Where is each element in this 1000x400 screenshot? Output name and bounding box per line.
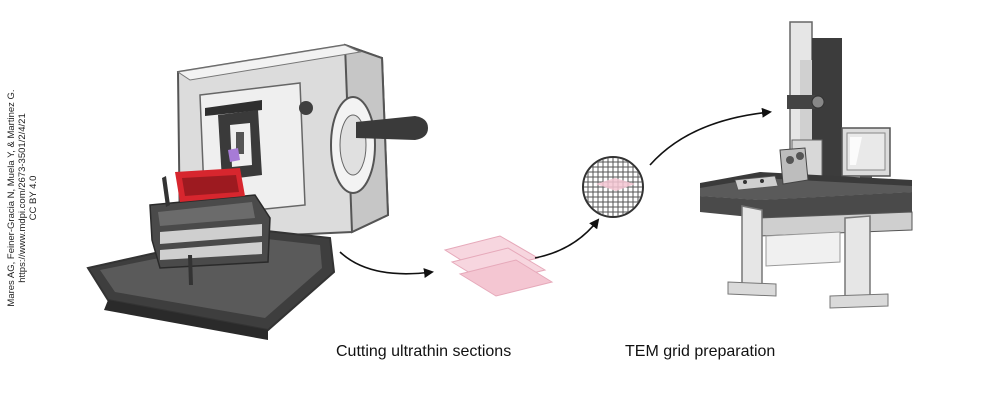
transmission-electron-microscope-illustration xyxy=(700,21,913,309)
ultramicrotome-illustration xyxy=(86,43,428,340)
tem-grid-illustration xyxy=(582,156,644,218)
arrow-to-microscope xyxy=(649,107,772,166)
caption-cutting-sections: Cutting ultrathin sections xyxy=(336,343,512,360)
arrow-to-grid xyxy=(534,218,600,259)
ultrathin-sections-illustration xyxy=(443,235,554,297)
caption-tem-grid: TEM grid preparation xyxy=(625,343,776,360)
arrow-to-sections xyxy=(339,251,434,278)
